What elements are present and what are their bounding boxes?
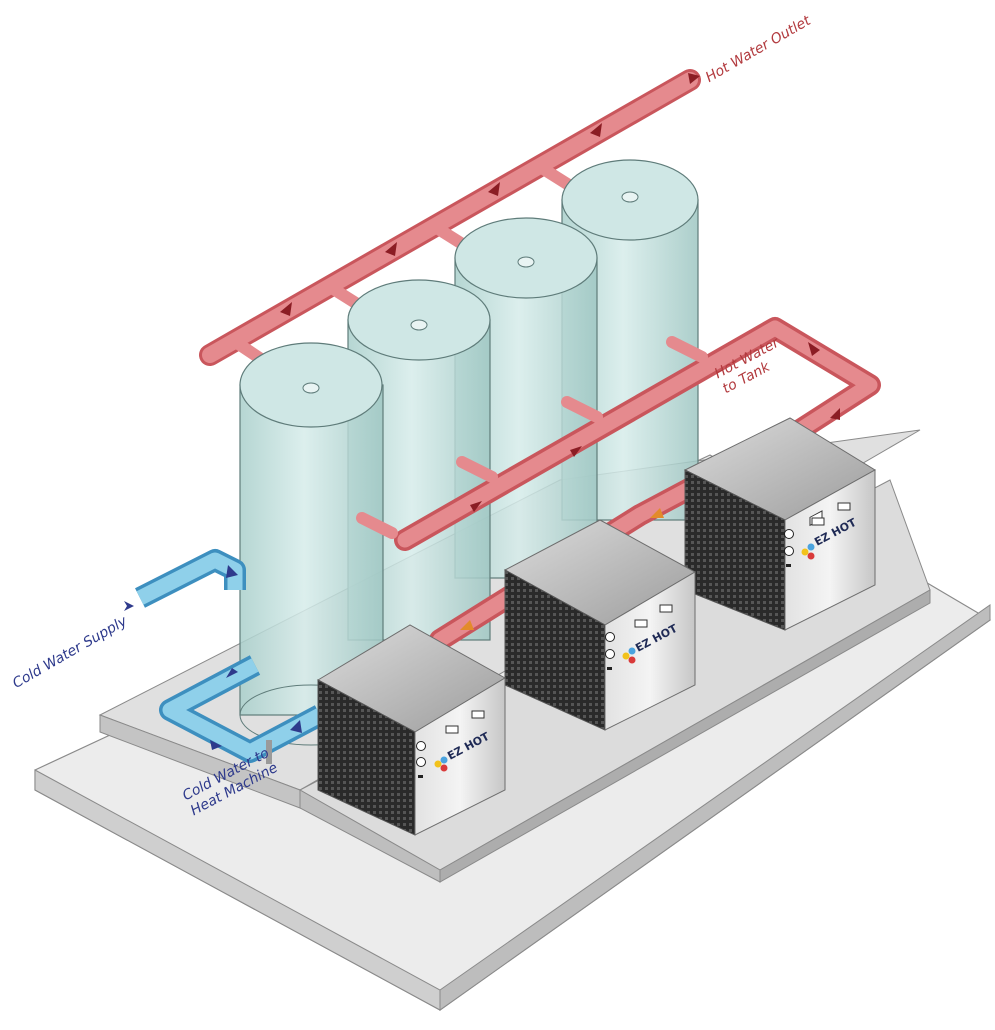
heat-pump-unit-3 — [683, 417, 876, 631]
heat-pump-unit-2 — [503, 519, 697, 731]
cold-water-pipes — [135, 549, 326, 764]
hot-water-outlet-arrow — [688, 73, 700, 84]
unit-3-panel — [784, 502, 851, 567]
unit-2-panel — [605, 604, 673, 670]
cold-water-supply-arrow — [124, 601, 134, 611]
unit-1-panel — [416, 710, 485, 778]
